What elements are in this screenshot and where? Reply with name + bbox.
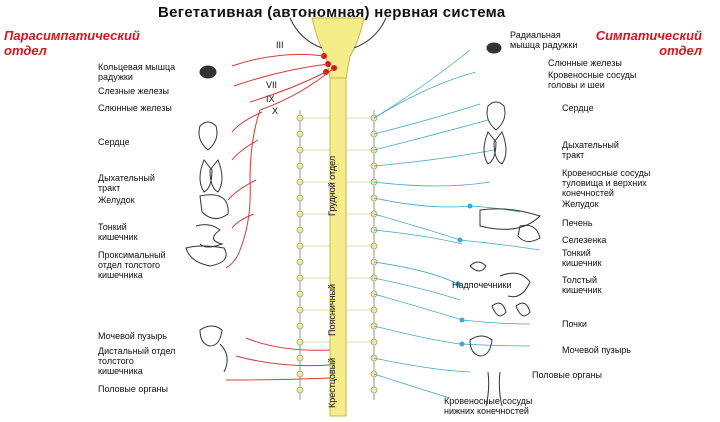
right-label-liver: Печень bbox=[562, 218, 593, 228]
right-label-trunk-vessels: Кровеносные сосуды туловища и верхних ко… bbox=[562, 168, 651, 198]
right-label-spleen: Селезенка bbox=[562, 235, 607, 245]
colon-left bbox=[185, 245, 227, 267]
colon-right bbox=[499, 272, 531, 298]
brain-outline-right bbox=[353, 17, 387, 49]
kidneys-right bbox=[491, 302, 531, 317]
right-label-small-intestine: Тонкий кишечник bbox=[562, 248, 602, 268]
sympathetic-fibers bbox=[373, 49, 541, 399]
left-label-respiratory: Дыхательный тракт bbox=[98, 173, 155, 193]
parasympathetic-fibers bbox=[225, 53, 335, 381]
right-label-bladder: Мочевой пузырь bbox=[562, 345, 631, 355]
left-label-bladder: Мочевой пузырь bbox=[98, 331, 167, 341]
lungs-left bbox=[199, 159, 223, 193]
sympathetic-title: Симпатический отдел bbox=[595, 28, 702, 58]
spinal-cord bbox=[329, 77, 347, 417]
right-label-large-intestine: Толстый кишечник bbox=[562, 275, 602, 295]
cranial-nerve-iii: III bbox=[276, 40, 284, 50]
right-label-genitals: Половые органы bbox=[532, 370, 602, 380]
stomach-left bbox=[199, 194, 229, 219]
left-label-distal-colon: Дистальный отдел толстого кишечника bbox=[98, 346, 176, 376]
eye-left bbox=[199, 65, 217, 79]
heart-left bbox=[198, 121, 218, 151]
right-label-heart: Сердце bbox=[562, 103, 594, 113]
peripheral-ganglia bbox=[455, 203, 473, 347]
bladder-left bbox=[199, 325, 223, 347]
region-thoracic: Грудной отдел bbox=[327, 155, 337, 216]
brainstem bbox=[311, 17, 365, 79]
right-label-stomach: Желудок bbox=[562, 199, 599, 209]
spleen-right bbox=[517, 224, 541, 242]
right-label-iris-dilator: Радиальная мышца радужки bbox=[510, 30, 578, 50]
left-label-proximal-colon: Проксимальный отдел толстого кишечника bbox=[98, 250, 166, 280]
right-label-leg-vessels: Кровеносные сосуды нижних конечностей bbox=[444, 396, 533, 416]
heart-right bbox=[486, 101, 506, 131]
bladder-right bbox=[469, 335, 493, 357]
right-label-salivary: Слюнные железы bbox=[548, 58, 622, 68]
left-label-lacrimal: Слезные железы bbox=[98, 86, 170, 96]
organ-sketches bbox=[185, 42, 541, 407]
parasympathetic-title: Парасимпатический отдел bbox=[4, 28, 140, 58]
adrenal-right bbox=[469, 261, 487, 272]
rectum-left bbox=[219, 343, 228, 373]
left-label-salivary: Слюнные железы bbox=[98, 103, 172, 113]
cranial-nerve-x: X bbox=[272, 106, 279, 116]
right-label-adrenal: Надпочечники bbox=[452, 280, 512, 290]
cranial-nerve-ix: IX bbox=[266, 94, 275, 104]
liver-right bbox=[479, 208, 541, 230]
right-label-respiratory: Дыхательный тракт bbox=[562, 140, 619, 160]
legs-right bbox=[485, 371, 503, 407]
right-label-kidneys: Почки bbox=[562, 319, 587, 329]
cranial-nerve-vii: VII bbox=[266, 80, 278, 90]
eye-right bbox=[486, 42, 502, 54]
diagram-title: Вегетативная (автономная) нервная систем… bbox=[158, 4, 506, 21]
left-label-iris-sphincter: Кольцевая мышца радужки bbox=[98, 62, 176, 82]
left-label-small-intestine: Тонкий кишечник bbox=[98, 222, 138, 242]
region-lumbar: Поясничный bbox=[327, 283, 337, 336]
left-label-genitals: Половые органы bbox=[98, 384, 168, 394]
left-label-stomach: Желудок bbox=[98, 195, 135, 205]
brain-outline bbox=[289, 17, 323, 49]
lungs-right bbox=[483, 131, 507, 165]
right-label-head-vessels: Кровеносные сосуды головы и шеи bbox=[548, 70, 637, 90]
intestine-left bbox=[195, 224, 224, 248]
region-sacral: Крестцовый bbox=[327, 357, 337, 408]
left-label-heart: Сердце bbox=[98, 137, 130, 147]
